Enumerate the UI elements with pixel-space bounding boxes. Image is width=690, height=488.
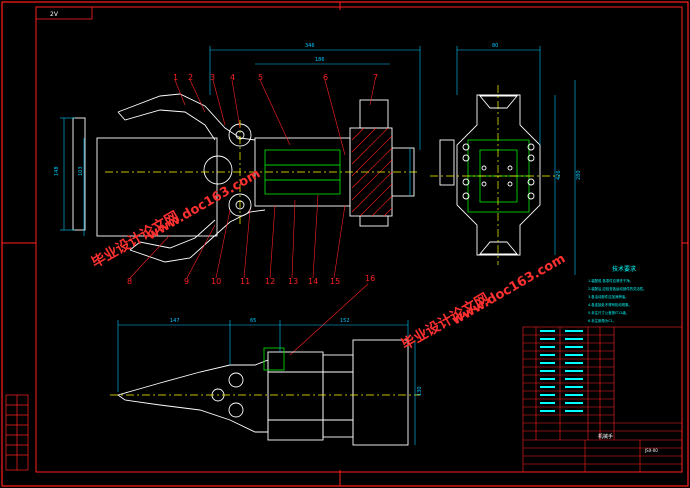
balloon-13: 13 bbox=[288, 277, 298, 286]
balloon-5: 5 bbox=[258, 73, 263, 82]
title-drawing-name: 机械手 bbox=[598, 433, 613, 440]
dim-bottom-left: 147 bbox=[170, 318, 180, 324]
front-centerlines bbox=[105, 120, 420, 225]
balloon-3: 3 bbox=[210, 73, 215, 82]
workpiece bbox=[96, 137, 218, 237]
balloon-8: 8 bbox=[127, 277, 132, 286]
bom-table bbox=[522, 326, 683, 473]
dim-inner-height: 103 bbox=[78, 166, 84, 176]
bottom-dimensions bbox=[117, 320, 416, 445]
dim-sub-length: 186 bbox=[315, 57, 325, 63]
top-view bbox=[116, 339, 409, 446]
balloon-9: 9 bbox=[184, 277, 189, 286]
watermark-url-2: www.doc163.com bbox=[450, 251, 569, 328]
dim-end-height-left: 426 bbox=[556, 170, 562, 180]
corner-tag: 2V bbox=[35, 6, 93, 20]
front-dimensions bbox=[60, 46, 421, 236]
balloon-6: 6 bbox=[323, 73, 328, 82]
side-view bbox=[439, 94, 541, 256]
balloon-10: 10 bbox=[211, 277, 221, 286]
tech-title: 技术要求 bbox=[612, 265, 636, 273]
balloon-16: 16 bbox=[365, 274, 375, 283]
balloon-11: 11 bbox=[240, 277, 250, 286]
upper-jaw bbox=[117, 93, 256, 141]
revision-column bbox=[5, 394, 29, 471]
balloon-15: 15 bbox=[330, 277, 340, 286]
balloon-1: 1 bbox=[173, 73, 178, 82]
leader-lines bbox=[129, 79, 376, 356]
cylinder-block bbox=[352, 339, 409, 446]
finger-arm bbox=[116, 359, 269, 433]
tech-line-2: 2.装配后,应检查各运动部件的灵活性。 bbox=[588, 286, 647, 291]
watermark-url-1: www.doc163.com bbox=[145, 166, 264, 243]
section-hatch bbox=[351, 127, 393, 217]
tech-line-6: 6.未注倒角为C1。 bbox=[588, 318, 616, 323]
dim-jaw-height: 148 bbox=[54, 166, 60, 176]
dim-end-height-right: 280 bbox=[576, 170, 582, 180]
side-dimensions bbox=[456, 46, 576, 275]
corner-tag-text: 2V bbox=[50, 11, 59, 18]
side-centerlines bbox=[430, 85, 560, 265]
dim-overall-length: 346 bbox=[305, 43, 315, 49]
tech-requirements: 技术要求 1.装配前,各零件应清洗干净。 2.装配后,应检查各运动部件的灵活性。… bbox=[588, 265, 647, 323]
dim-bottom-height: 130 bbox=[417, 386, 423, 396]
balloon-2: 2 bbox=[188, 73, 193, 82]
dim-end-width: 80 bbox=[492, 43, 498, 49]
dim-bottom-right: 152 bbox=[340, 318, 350, 324]
bom-cell-text bbox=[540, 330, 583, 412]
balloon-7: 7 bbox=[373, 73, 378, 82]
part-balloons: 1 2 3 4 5 6 7 8 9 10 11 12 13 14 15 16 bbox=[127, 73, 378, 286]
tech-line-5: 5.未注尺寸公差按IT12级。 bbox=[588, 310, 629, 315]
balloon-14: 14 bbox=[308, 277, 318, 286]
balloon-4: 4 bbox=[230, 73, 235, 82]
tech-line-1: 1.装配前,各零件应清洗干净。 bbox=[588, 278, 633, 283]
tech-line-3: 3.各活动部件应加润滑油。 bbox=[588, 294, 629, 299]
dim-bottom-mid: 65 bbox=[250, 318, 256, 324]
end-plate bbox=[456, 94, 541, 256]
title-drawing-code: JSX-00 bbox=[644, 448, 658, 453]
balloon-12: 12 bbox=[265, 277, 275, 286]
inner-frame bbox=[35, 6, 683, 473]
tech-line-4: 4.各连接处不得有松动现象。 bbox=[588, 302, 632, 307]
body-block bbox=[267, 351, 324, 441]
